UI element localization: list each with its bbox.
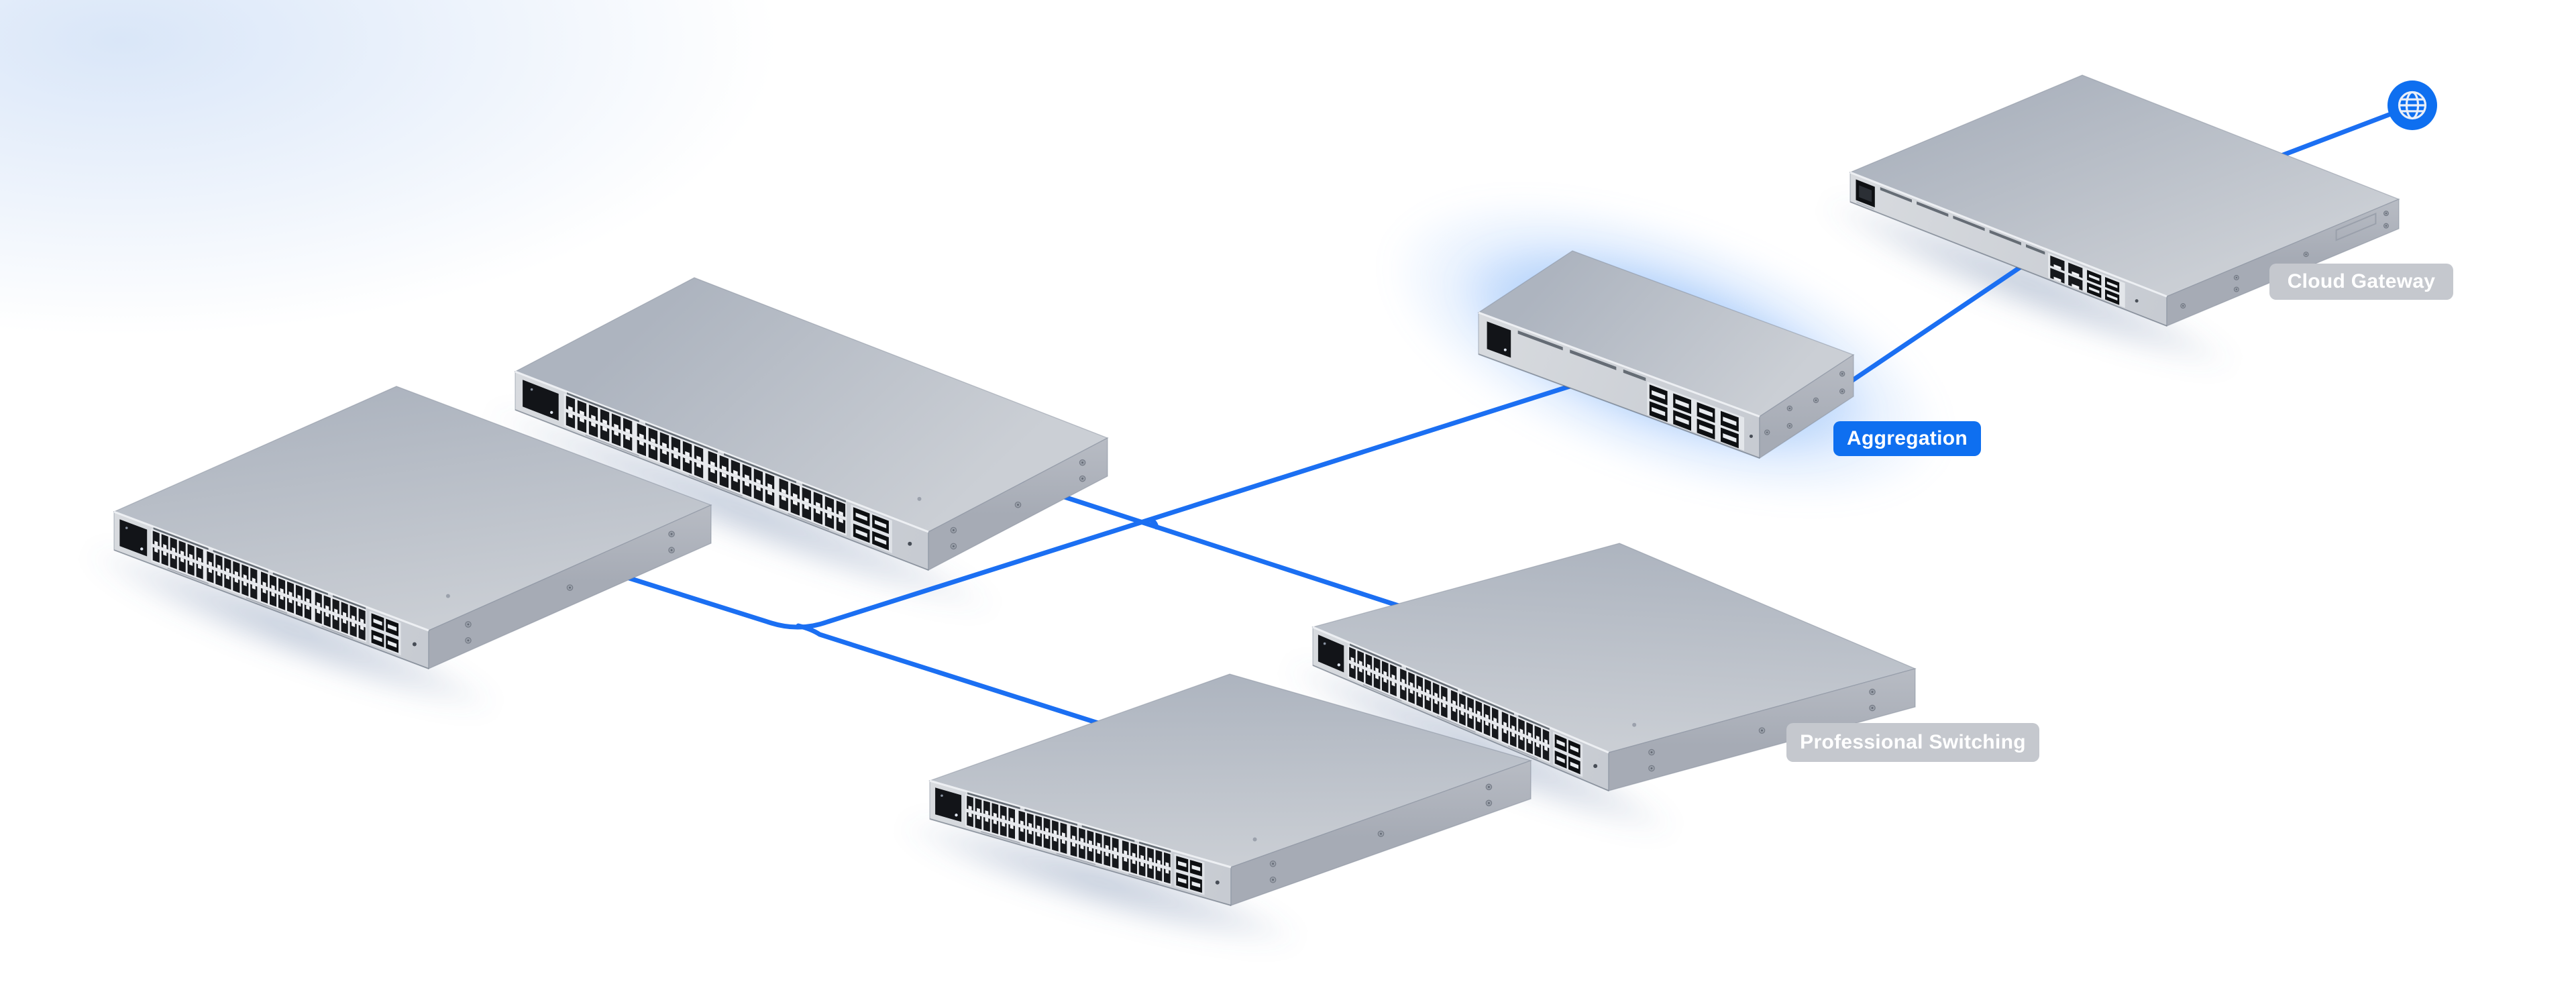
side-plate <box>2335 212 2377 241</box>
shadow-cloud-gateway <box>1820 197 2237 371</box>
vent-slit <box>213 549 268 573</box>
vent-slit <box>645 423 718 453</box>
status-led <box>908 541 912 546</box>
vent-slit <box>1623 369 1646 382</box>
rj45-port <box>1518 718 1525 734</box>
rj45-port <box>215 571 223 587</box>
rj45-port <box>1424 695 1432 712</box>
vent-slit <box>724 453 796 484</box>
rj45-port <box>170 553 177 569</box>
vent-slit <box>1024 808 1077 826</box>
device-switch-left <box>113 386 712 669</box>
rj45-port <box>1510 731 1517 748</box>
rj45-port <box>1542 728 1550 745</box>
status-led <box>1215 880 1220 885</box>
vent-slit <box>1517 330 1563 351</box>
vent-slit <box>1350 643 1402 668</box>
sfp-band <box>1647 381 1744 451</box>
status-led <box>2135 299 2139 303</box>
port-band <box>1348 645 1550 763</box>
vent-slit <box>967 792 1020 810</box>
rj45-port <box>215 554 223 570</box>
vent-slit <box>567 392 639 423</box>
junction-connector <box>1147 517 1159 530</box>
rj45-port <box>250 584 258 600</box>
port-band <box>564 393 847 536</box>
device-switch-top-left <box>514 277 1109 571</box>
vent-slit <box>1989 229 2021 245</box>
label-aggregation[interactable]: Aggregation <box>1833 421 1981 456</box>
rj45-port <box>1441 685 1448 702</box>
status-led <box>1593 764 1598 769</box>
rj45-port <box>1416 675 1423 691</box>
rj45-port <box>1416 691 1423 708</box>
rj45-port <box>1526 738 1533 755</box>
rj45-port <box>1542 745 1550 761</box>
vent-slit <box>1518 715 1550 730</box>
top-left-tint <box>0 0 778 335</box>
vent-slit <box>1139 841 1171 853</box>
vent-slit <box>1462 691 1514 716</box>
rj45-port <box>1510 715 1517 731</box>
vent-slit <box>1405 667 1458 691</box>
vent-slit <box>1917 201 1949 217</box>
vent-slit <box>333 595 366 610</box>
rj45-port <box>1432 682 1440 698</box>
chassis-side <box>2166 199 2400 327</box>
label-cloud-gateway[interactable]: Cloud Gateway <box>2269 264 2453 300</box>
rj45-port <box>1534 742 1542 758</box>
rj45-port <box>1408 671 1415 688</box>
rj45-port <box>1501 712 1509 728</box>
rj45-port <box>1424 679 1432 695</box>
vent-slit <box>1570 349 1617 370</box>
vent-slit <box>272 572 328 596</box>
status-led <box>1749 434 1753 438</box>
device-switch-bottom <box>928 673 1533 906</box>
shadow-switch-bottom <box>898 817 1303 948</box>
rj45-port <box>1501 728 1509 744</box>
label-professional-switching[interactable]: Professional Switching <box>1786 723 2039 762</box>
vent-slit <box>1953 215 1985 231</box>
device-switch-right <box>1311 543 1917 791</box>
shadow-switch-left <box>83 545 500 714</box>
rj45-port <box>1432 698 1440 715</box>
globe-icon <box>2387 80 2437 130</box>
shadow-switch-top-left <box>485 406 999 614</box>
device-cloud-gateway <box>1849 74 2400 327</box>
port-band <box>965 793 1172 886</box>
device-aggregation-switch <box>1477 250 1855 459</box>
rj45-port <box>1534 725 1542 742</box>
rj45-port <box>1526 722 1533 738</box>
link-aggregation-to-gateway <box>1822 256 2035 402</box>
vent-slit <box>802 484 846 503</box>
rj45-port <box>170 537 177 553</box>
link-branch-to-switch-bottom <box>796 623 1177 750</box>
rj45-port <box>332 598 339 614</box>
status-led <box>412 642 417 647</box>
vent-slit <box>153 527 209 551</box>
rj45-port <box>1441 702 1448 718</box>
chassis-side <box>1759 353 1854 459</box>
rj45-port <box>1408 688 1415 704</box>
rj45-port <box>1518 734 1525 751</box>
rj45-port <box>1400 668 1407 685</box>
rj45-port <box>1400 685 1407 701</box>
vent-slit <box>1081 825 1135 842</box>
rj45-port <box>332 615 339 631</box>
rj45-port <box>250 567 258 584</box>
vent-slit <box>2026 244 2045 255</box>
vent-slit <box>1880 187 1912 203</box>
port-band <box>151 528 367 643</box>
